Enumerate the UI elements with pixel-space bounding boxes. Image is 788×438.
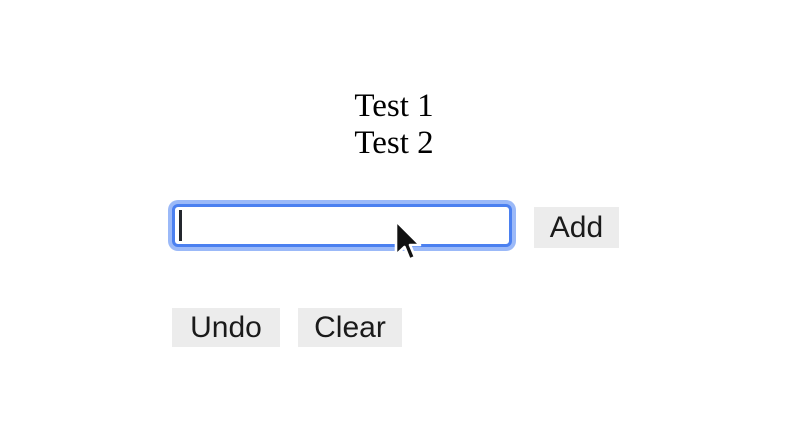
add-button[interactable]: Add	[534, 207, 619, 248]
todo-list: Test 1 Test 2	[0, 88, 788, 162]
undo-button[interactable]: Undo	[172, 308, 280, 347]
text-caret	[179, 210, 182, 241]
list-item: Test 1	[354, 88, 434, 124]
todo-text-input[interactable]	[172, 204, 512, 247]
input-row	[172, 204, 512, 247]
text-input-wrapper	[172, 204, 512, 247]
list-item: Test 2	[354, 125, 434, 161]
clear-button[interactable]: Clear	[298, 308, 402, 347]
